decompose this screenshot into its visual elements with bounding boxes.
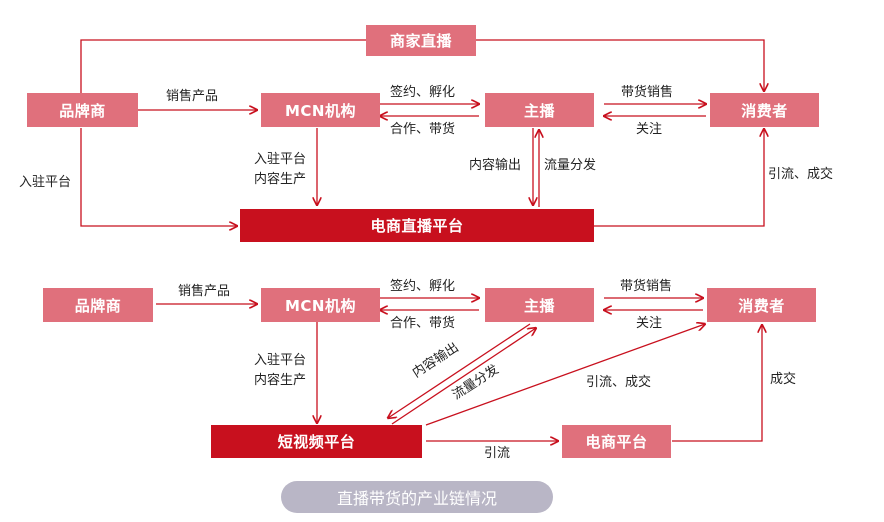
label-mcn-to-anchor: 签约、孵化 [390,85,456,100]
label2-brand-to-mcn: 销售产品 [178,284,231,299]
label-platform-to-anchor: 流量分发 [544,158,597,173]
node-brand: 品牌商 [27,93,138,127]
label-brand-to-mcn: 销售产品 [166,89,219,104]
node2-mcn: MCN机构 [261,288,380,322]
node-live-ecommerce-platform: 电商直播平台 [240,209,594,242]
label2-mcn-to-short-2: 内容生产 [254,373,307,388]
label2-anchor-to-consumer: 带货销售 [620,279,673,294]
node-consumer: 消费者 [710,93,819,127]
arrow-merchant-live-to-consumer [476,39,764,91]
arrow-brand-to-merchant-live [80,39,366,93]
node2-anchor: 主播 [485,288,594,322]
label2-short-to-ecommerce: 引流 [484,446,511,461]
label2-short-to-consumer: 引流、成交 [586,375,652,390]
label2-consumer-to-anchor: 关注 [636,316,663,331]
node-merchant-live: 商家直播 [366,25,476,56]
label-platform-to-consumer: 引流、成交 [768,167,834,182]
arrow2-short-to-consumer [425,324,705,426]
node-anchor: 主播 [485,93,594,127]
figure-caption: 直播带货的产业链情况 [281,481,553,513]
arrow2-short-to-anchor [391,328,536,425]
node2-ecommerce-platform: 电商平台 [562,425,671,458]
label-mcn-to-platform-2: 内容生产 [254,172,307,187]
label2-mcn-to-anchor: 签约、孵化 [390,279,456,294]
label-anchor-to-platform: 内容输出 [469,158,522,173]
label2-mcn-to-short-1: 入驻平台 [254,353,307,368]
node-mcn: MCN机构 [261,93,380,127]
node2-brand: 品牌商 [43,288,153,322]
label-anchor-to-mcn: 合作、带货 [390,122,456,137]
label-consumer-to-anchor: 关注 [636,122,663,137]
label-brand-to-platform: 入驻平台 [19,175,72,190]
node2-short-video-platform: 短视频平台 [211,425,422,458]
arrow2-ecommerce-to-consumer [672,325,762,442]
node2-consumer: 消费者 [707,288,816,322]
label2-ecommerce-to-consumer: 成交 [770,372,797,387]
arrow-platform-to-consumer [594,129,764,227]
label-anchor-to-consumer: 带货销售 [621,85,674,100]
arrow2-anchor-to-short [388,323,531,418]
arrow-brand-to-platform [80,128,237,226]
label2-anchor-to-mcn: 合作、带货 [390,316,456,331]
label-mcn-to-platform-1: 入驻平台 [254,152,307,167]
